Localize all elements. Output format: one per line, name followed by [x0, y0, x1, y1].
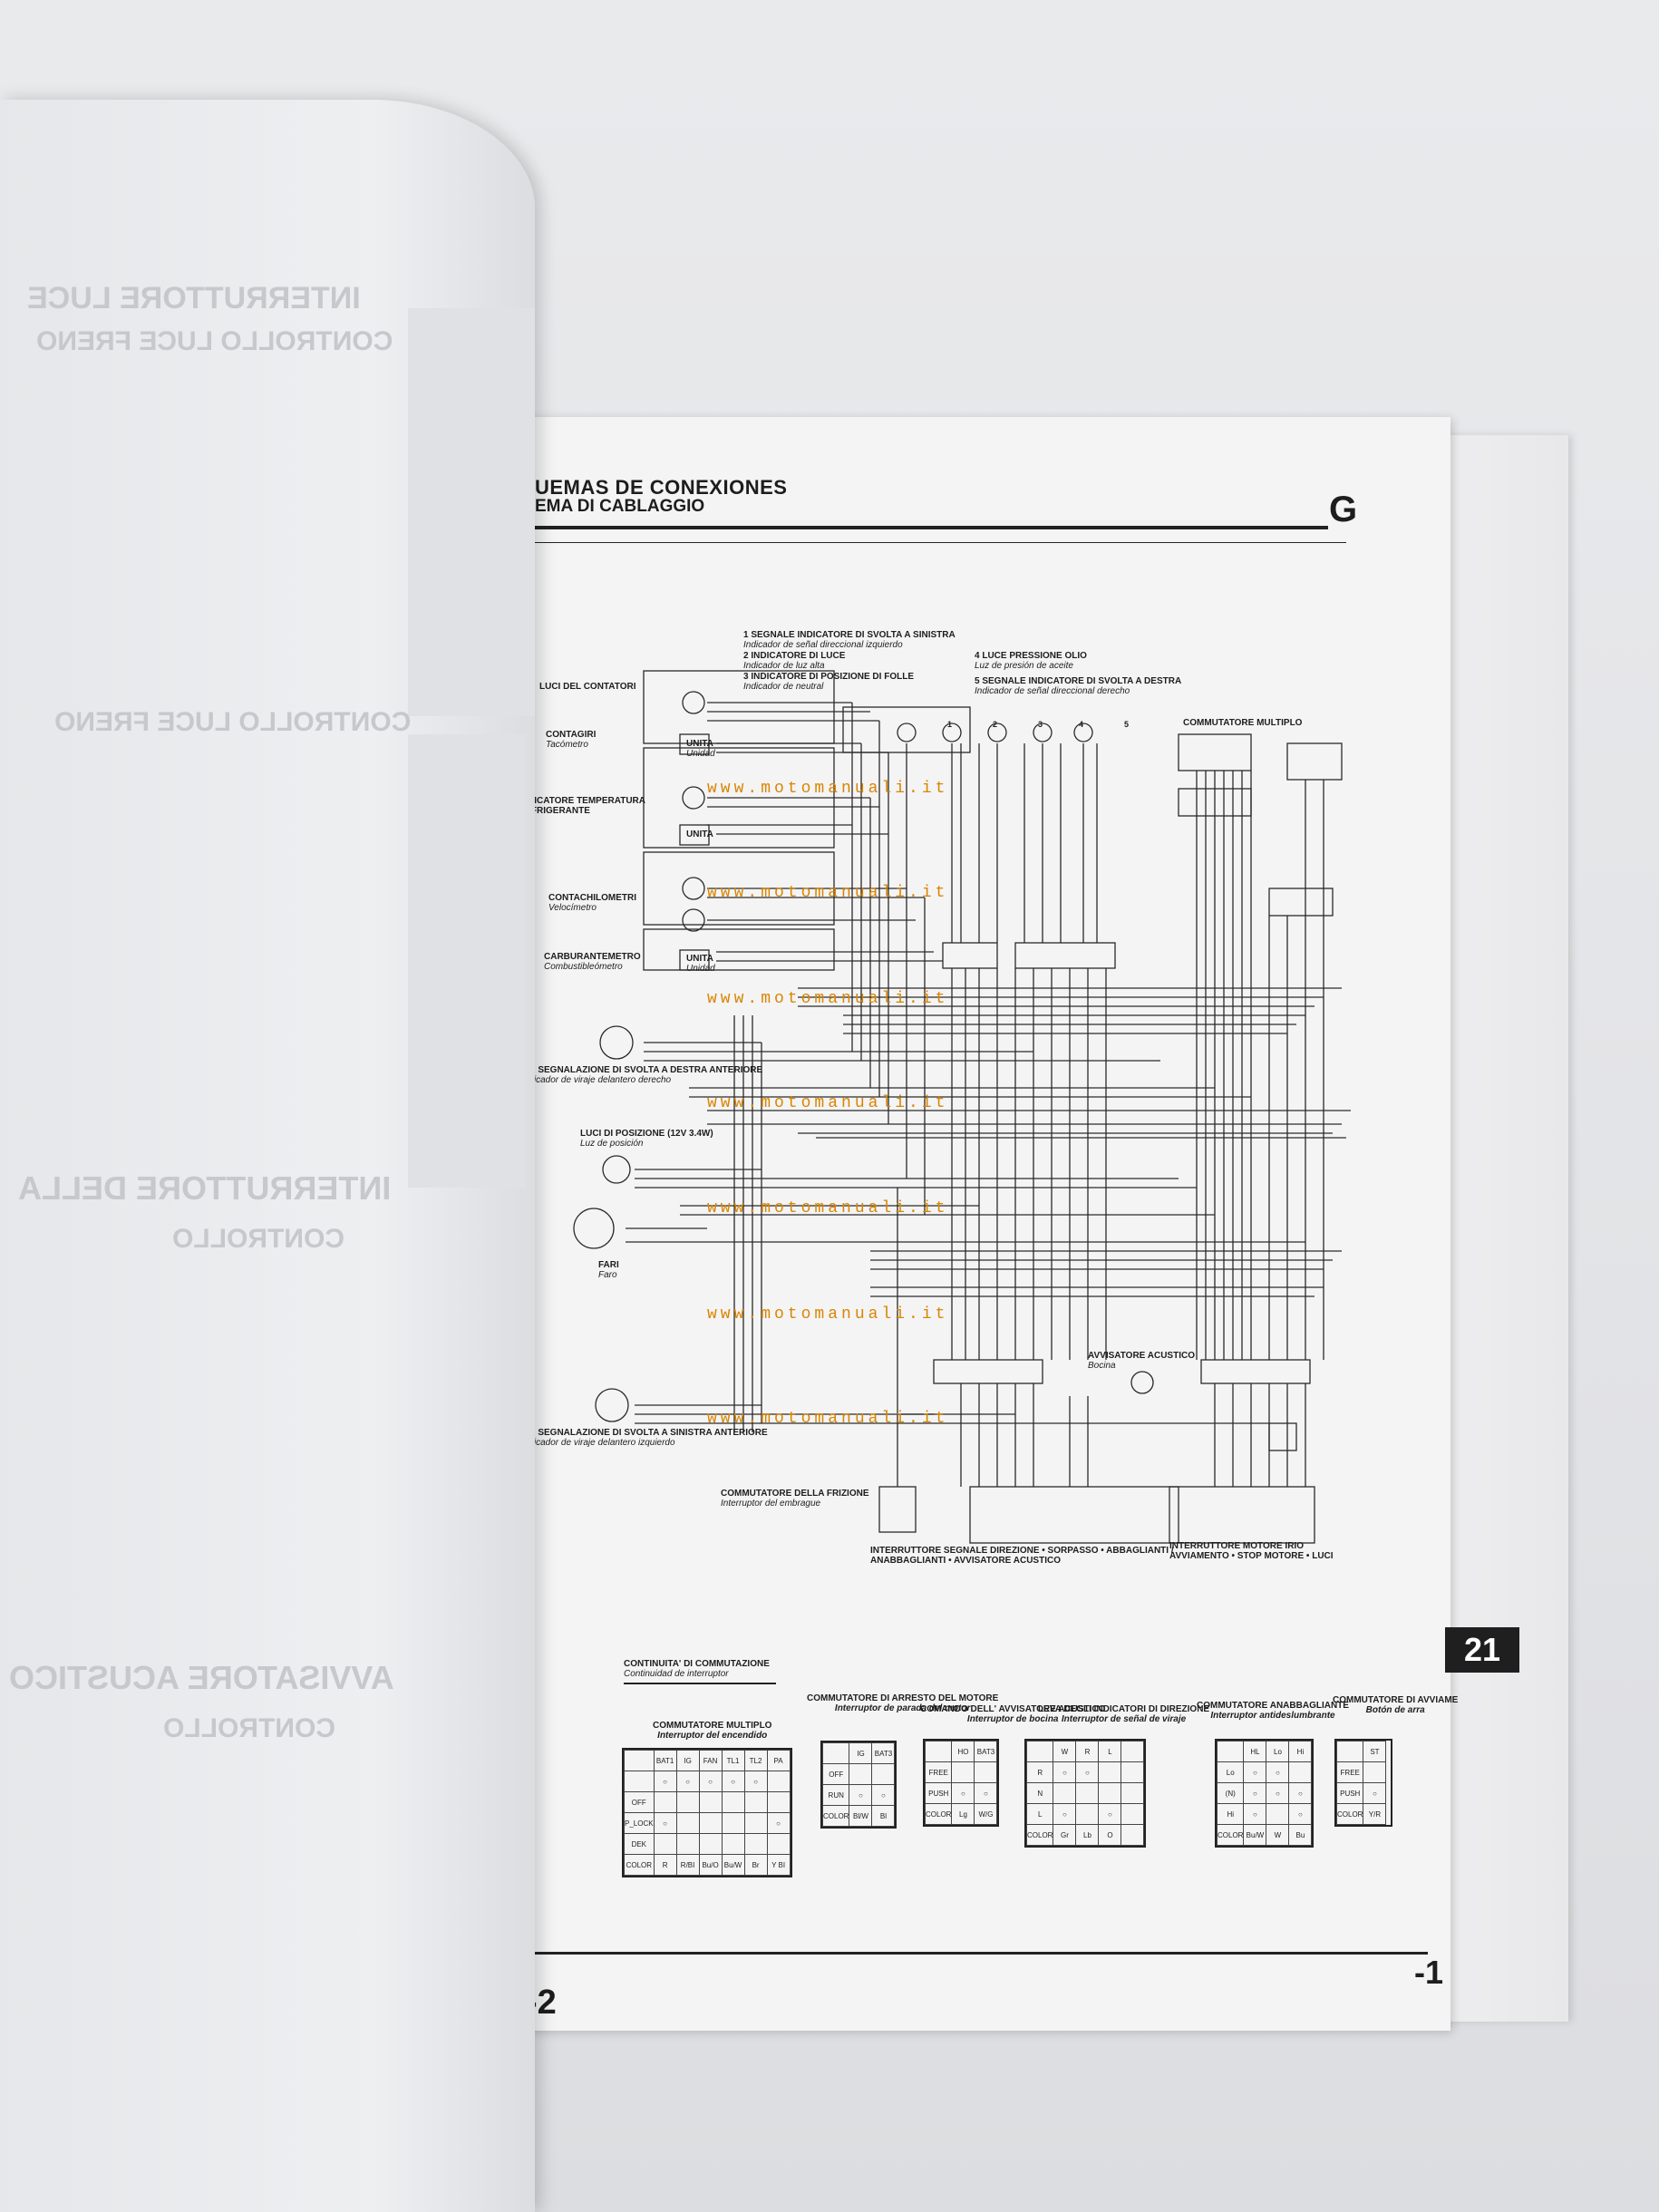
continuity-rule [624, 1683, 776, 1684]
ghost-image-block [408, 734, 526, 1188]
label-luci-posizione: LUCI DI POSIZIONE (12V 3.4W)Luz de posic… [580, 1129, 713, 1149]
svg-text:2: 2 [993, 720, 997, 729]
svg-text:4: 4 [1079, 720, 1083, 729]
header-rule [530, 526, 1328, 529]
watermark: www.motomanuali.it [707, 780, 949, 798]
label-indicatore-temp: INDICATORE TEMPERATURA REFRIGERANTE [519, 796, 645, 816]
watermark: www.motomanuali.it [707, 990, 949, 1008]
mirrored-heading: AVVISATORE ACUSTICO [9, 1659, 394, 1696]
watermark: www.motomanuali.it [707, 1305, 949, 1324]
section-letter: G [1329, 490, 1358, 529]
label-svolta-sinistra: I DI SEGNALAZIONE DI SVOLTA A SINISTRA A… [521, 1428, 768, 1448]
label-interruttore-motore: INTERRUTTORE MOTORE IRIO AVVIAMENTO • ST… [1169, 1541, 1334, 1561]
ghost-image-block [408, 308, 535, 716]
page-number-right: -1 [1414, 1954, 1444, 1991]
mirrored-heading: CONTROLLO LUCE FRENO [54, 707, 412, 737]
label-commutatore-multiplo: COMMUTATORE MULTIPLO [1183, 718, 1303, 728]
chapter-tab: 21 [1445, 1627, 1519, 1673]
watermark: www.motomanuali.it [707, 1094, 949, 1112]
label-luci-contatori: LUCI DEL CONTATORI [539, 682, 636, 692]
watermark: www.motomanuali.it [707, 1410, 949, 1428]
left-page: INTERRUTTORE LUCE CONTROLLO LUCE FRENO C… [0, 100, 535, 2212]
label-svolta-destra: I DI SEGNALAZIONE DI SVOLTA A DESTRA ANT… [521, 1065, 763, 1085]
svg-text:1: 1 [947, 720, 952, 729]
mirrored-heading: INTERRUTTORE LUCE [27, 281, 361, 315]
svg-text:3: 3 [1038, 720, 1043, 729]
watermark: www.motomanuali.it [707, 884, 949, 902]
mirrored-heading: CONTROLLO [163, 1713, 335, 1743]
section-header-es: UEMAS DE CONEXIONES [535, 476, 788, 499]
label-interruttore-segnale: INTERRUTTORE SEGNALE DIREZIONE • SORPASS… [870, 1546, 1174, 1566]
footer-rule [521, 1952, 1428, 1955]
mirrored-heading: CONTROLLO [172, 1224, 344, 1254]
label-unita: UNITA [686, 830, 713, 839]
mirrored-heading: INTERRUTTORE DELLA [18, 1169, 392, 1207]
header-rule-thin [530, 542, 1346, 543]
svg-text:5: 5 [1124, 720, 1129, 729]
section-header-it: EMA DI CABLAGGIO [535, 497, 705, 516]
legend-item: 1 SEGNALE INDICATORE DI SVOLTA A SINISTR… [743, 630, 956, 650]
mirrored-heading: CONTROLLO LUCE FRENO [36, 326, 393, 356]
watermark: www.motomanuali.it [707, 1199, 949, 1218]
wiring-diagram: 1 2 3 4 5 [573, 670, 1351, 1544]
